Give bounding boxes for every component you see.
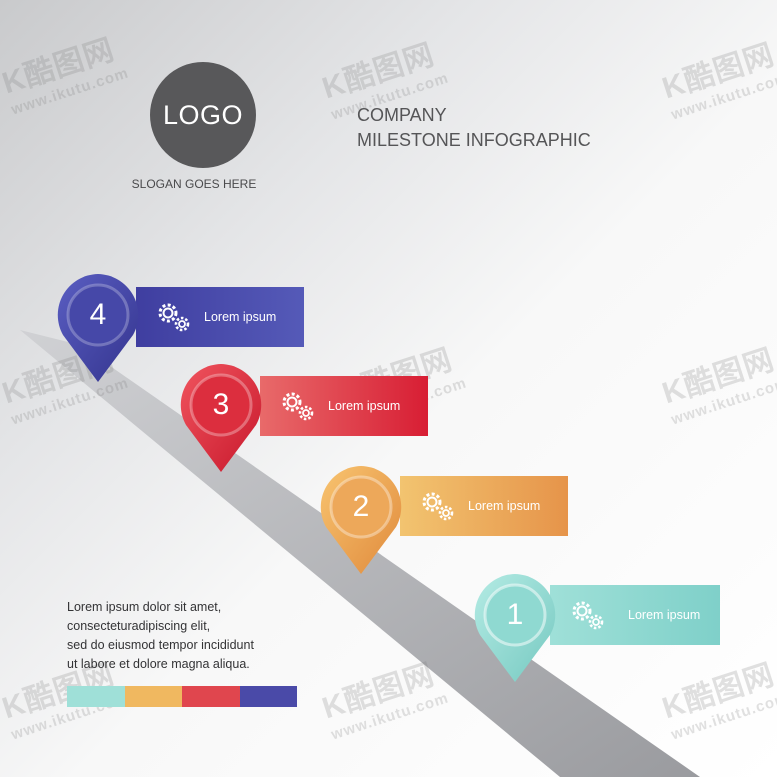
milestone-number: 2 [352,490,370,523]
milestone-label: Lorem ipsum [628,608,701,622]
color-swatch [239,686,297,707]
milestone-bar-4: Lorem ipsum [136,287,304,347]
gears-icon [282,392,314,421]
title-line-2: MILESTONE INFOGRAPHIC [357,130,591,150]
milestone-pin-2: 2 [318,464,404,584]
slogan: SLOGAN GOES HERE [131,177,257,191]
milestone-number: 4 [89,298,107,331]
description-line: ut labore et dolore magna aliqua. [67,657,250,671]
milestone-pin-3: 3 [178,362,264,482]
milestone-bar-3: Lorem ipsum [260,376,428,436]
milestone-pin-1: 1 [472,572,558,692]
map-pin-icon [320,466,402,574]
description-text: Lorem ipsum dolor sit amet, consectetura… [67,598,254,674]
color-swatch [182,686,240,707]
milestone-bar-2: Lorem ipsum [400,476,568,536]
milestone-label: Lorem ipsum [204,310,277,324]
title-line-1: COMPANY [357,105,447,125]
gears-icon [572,601,604,630]
map-pin-icon [180,364,262,472]
page-title: COMPANY MILESTONE INFOGRAPHIC [357,103,591,153]
map-pin-icon [57,274,139,382]
logo-text: LOGO [162,99,244,130]
milestone-number: 3 [212,388,230,421]
milestone-bar-1: Lorem ipsum [550,585,720,645]
description-line: Lorem ipsum dolor sit amet, [67,600,222,614]
milestone-label: Lorem ipsum [328,399,401,413]
gears-icon [158,303,190,332]
milestone-label: Lorem ipsum [468,499,541,513]
description-line: sed do eiusmod tempor incididunt [67,638,254,652]
milestone-number: 1 [506,598,524,631]
milestone-pin-4: 4 [55,272,141,392]
gears-icon [422,492,454,521]
color-strip [67,686,297,707]
logo: LOGO [150,62,256,168]
map-pin-icon [474,574,556,682]
description-line: consecteturadipiscing elit, [67,619,211,633]
color-swatch [67,686,125,707]
color-swatch [124,686,182,707]
